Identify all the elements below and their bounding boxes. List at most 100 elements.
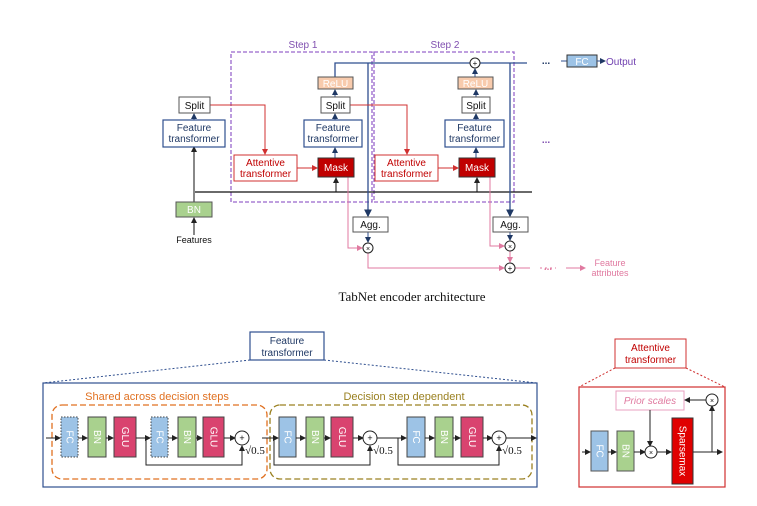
split-box-step2 — [461, 96, 491, 114]
features-label: Features — [176, 235, 212, 245]
plus-symbol: + — [473, 59, 478, 68]
feature-transformer-step2 — [444, 119, 505, 148]
output-label: Output — [606, 57, 636, 68]
mask-box-step1 — [317, 157, 355, 178]
agg-box-step1 — [352, 216, 389, 233]
step2-label: Step 2 — [431, 40, 460, 51]
glu-label: GLU — [208, 427, 219, 448]
encoder-title: TabNet encoder architecture — [338, 289, 485, 304]
split-label: Split — [326, 101, 346, 112]
plus-icon — [469, 57, 481, 69]
plus-icon — [504, 262, 516, 274]
fc-label: FC — [64, 430, 75, 443]
agg-label: Agg. — [500, 220, 521, 231]
multiply-icon — [362, 242, 374, 254]
mask-label: Mask — [465, 163, 490, 174]
split-label: Split — [185, 101, 205, 112]
scale-label: √0.5 — [502, 445, 522, 457]
relu-box-step2 — [457, 76, 494, 90]
bn-label: BN — [181, 430, 192, 444]
bn-block — [305, 416, 325, 458]
bn-label: BN — [187, 205, 201, 216]
attentive-transformer-step2 — [374, 154, 439, 182]
sparsemax-block — [671, 417, 694, 485]
fc-label: FC — [282, 430, 293, 443]
attentive-transformer-step1 — [233, 154, 298, 182]
plus-symbol: + — [239, 433, 244, 443]
shared-label: Shared across decision steps — [85, 391, 229, 403]
fc-label: FC — [575, 57, 588, 68]
plus-icon — [234, 430, 250, 446]
agg-box-step2 — [492, 216, 529, 233]
glu-block — [330, 416, 354, 458]
glu-label: GLU — [336, 427, 347, 448]
prior-scales-label: Prior scales — [624, 396, 676, 407]
dependent-label: Decision step dependent — [343, 391, 464, 403]
bn-label: BN — [438, 430, 449, 444]
feature-transformer-label-box — [249, 331, 325, 361]
relu-box-step1 — [317, 76, 354, 90]
scale-label: √0.5 — [245, 445, 265, 457]
step-dependent-group — [269, 404, 533, 480]
plus-symbol: + — [508, 264, 513, 273]
fc-block — [150, 416, 169, 458]
step1-box — [230, 51, 373, 203]
fc-label: FC — [410, 430, 421, 443]
fc-label: FC — [594, 444, 605, 457]
sparsemax-label: Sparsemax — [677, 426, 688, 477]
feature-transformer-step1 — [303, 119, 363, 148]
fc-block — [60, 416, 79, 458]
mask-label: Mask — [324, 163, 349, 174]
bn-block — [87, 416, 107, 458]
bn-block — [177, 416, 197, 458]
ellipsis: ... — [544, 262, 553, 273]
bn-block — [434, 416, 454, 458]
mask-box-step2 — [458, 157, 496, 178]
relu-label: ReLU — [463, 79, 489, 90]
glu-label: GLU — [466, 427, 477, 448]
fc-block — [590, 430, 609, 472]
step2-box — [373, 51, 515, 203]
ellipsis: ... — [542, 135, 551, 146]
multiply-icon — [504, 240, 516, 252]
multiply-symbol: × — [366, 246, 370, 253]
split-box-initial — [178, 96, 211, 114]
agg-label: Agg. — [360, 220, 381, 231]
plus-symbol: + — [367, 433, 372, 443]
fc-block — [278, 416, 297, 458]
attentive-transformer-label-box — [614, 338, 687, 369]
step1-label: Step 1 — [289, 40, 318, 51]
plus-symbol: + — [496, 433, 501, 443]
bn-block — [616, 430, 635, 472]
bn-label: BN — [309, 430, 320, 444]
scale-label: √0.5 — [373, 445, 393, 457]
split-label: Split — [466, 101, 486, 112]
multiply-symbol: × — [710, 398, 714, 405]
feature-transformer-initial — [162, 119, 226, 148]
multiply-symbol: × — [649, 450, 653, 457]
bn-label: BN — [91, 430, 102, 444]
split-box-step1 — [320, 96, 351, 114]
glu-block — [113, 416, 137, 458]
fc-block — [406, 416, 426, 458]
bn-box — [175, 201, 213, 218]
glu-label: GLU — [119, 427, 130, 448]
fc-label: FC — [154, 430, 165, 443]
glu-block — [202, 416, 225, 458]
ellipsis: ... — [542, 56, 551, 67]
multiply-symbol: × — [508, 244, 512, 251]
bn-label: BN — [620, 444, 631, 458]
relu-label: ReLU — [323, 79, 349, 90]
